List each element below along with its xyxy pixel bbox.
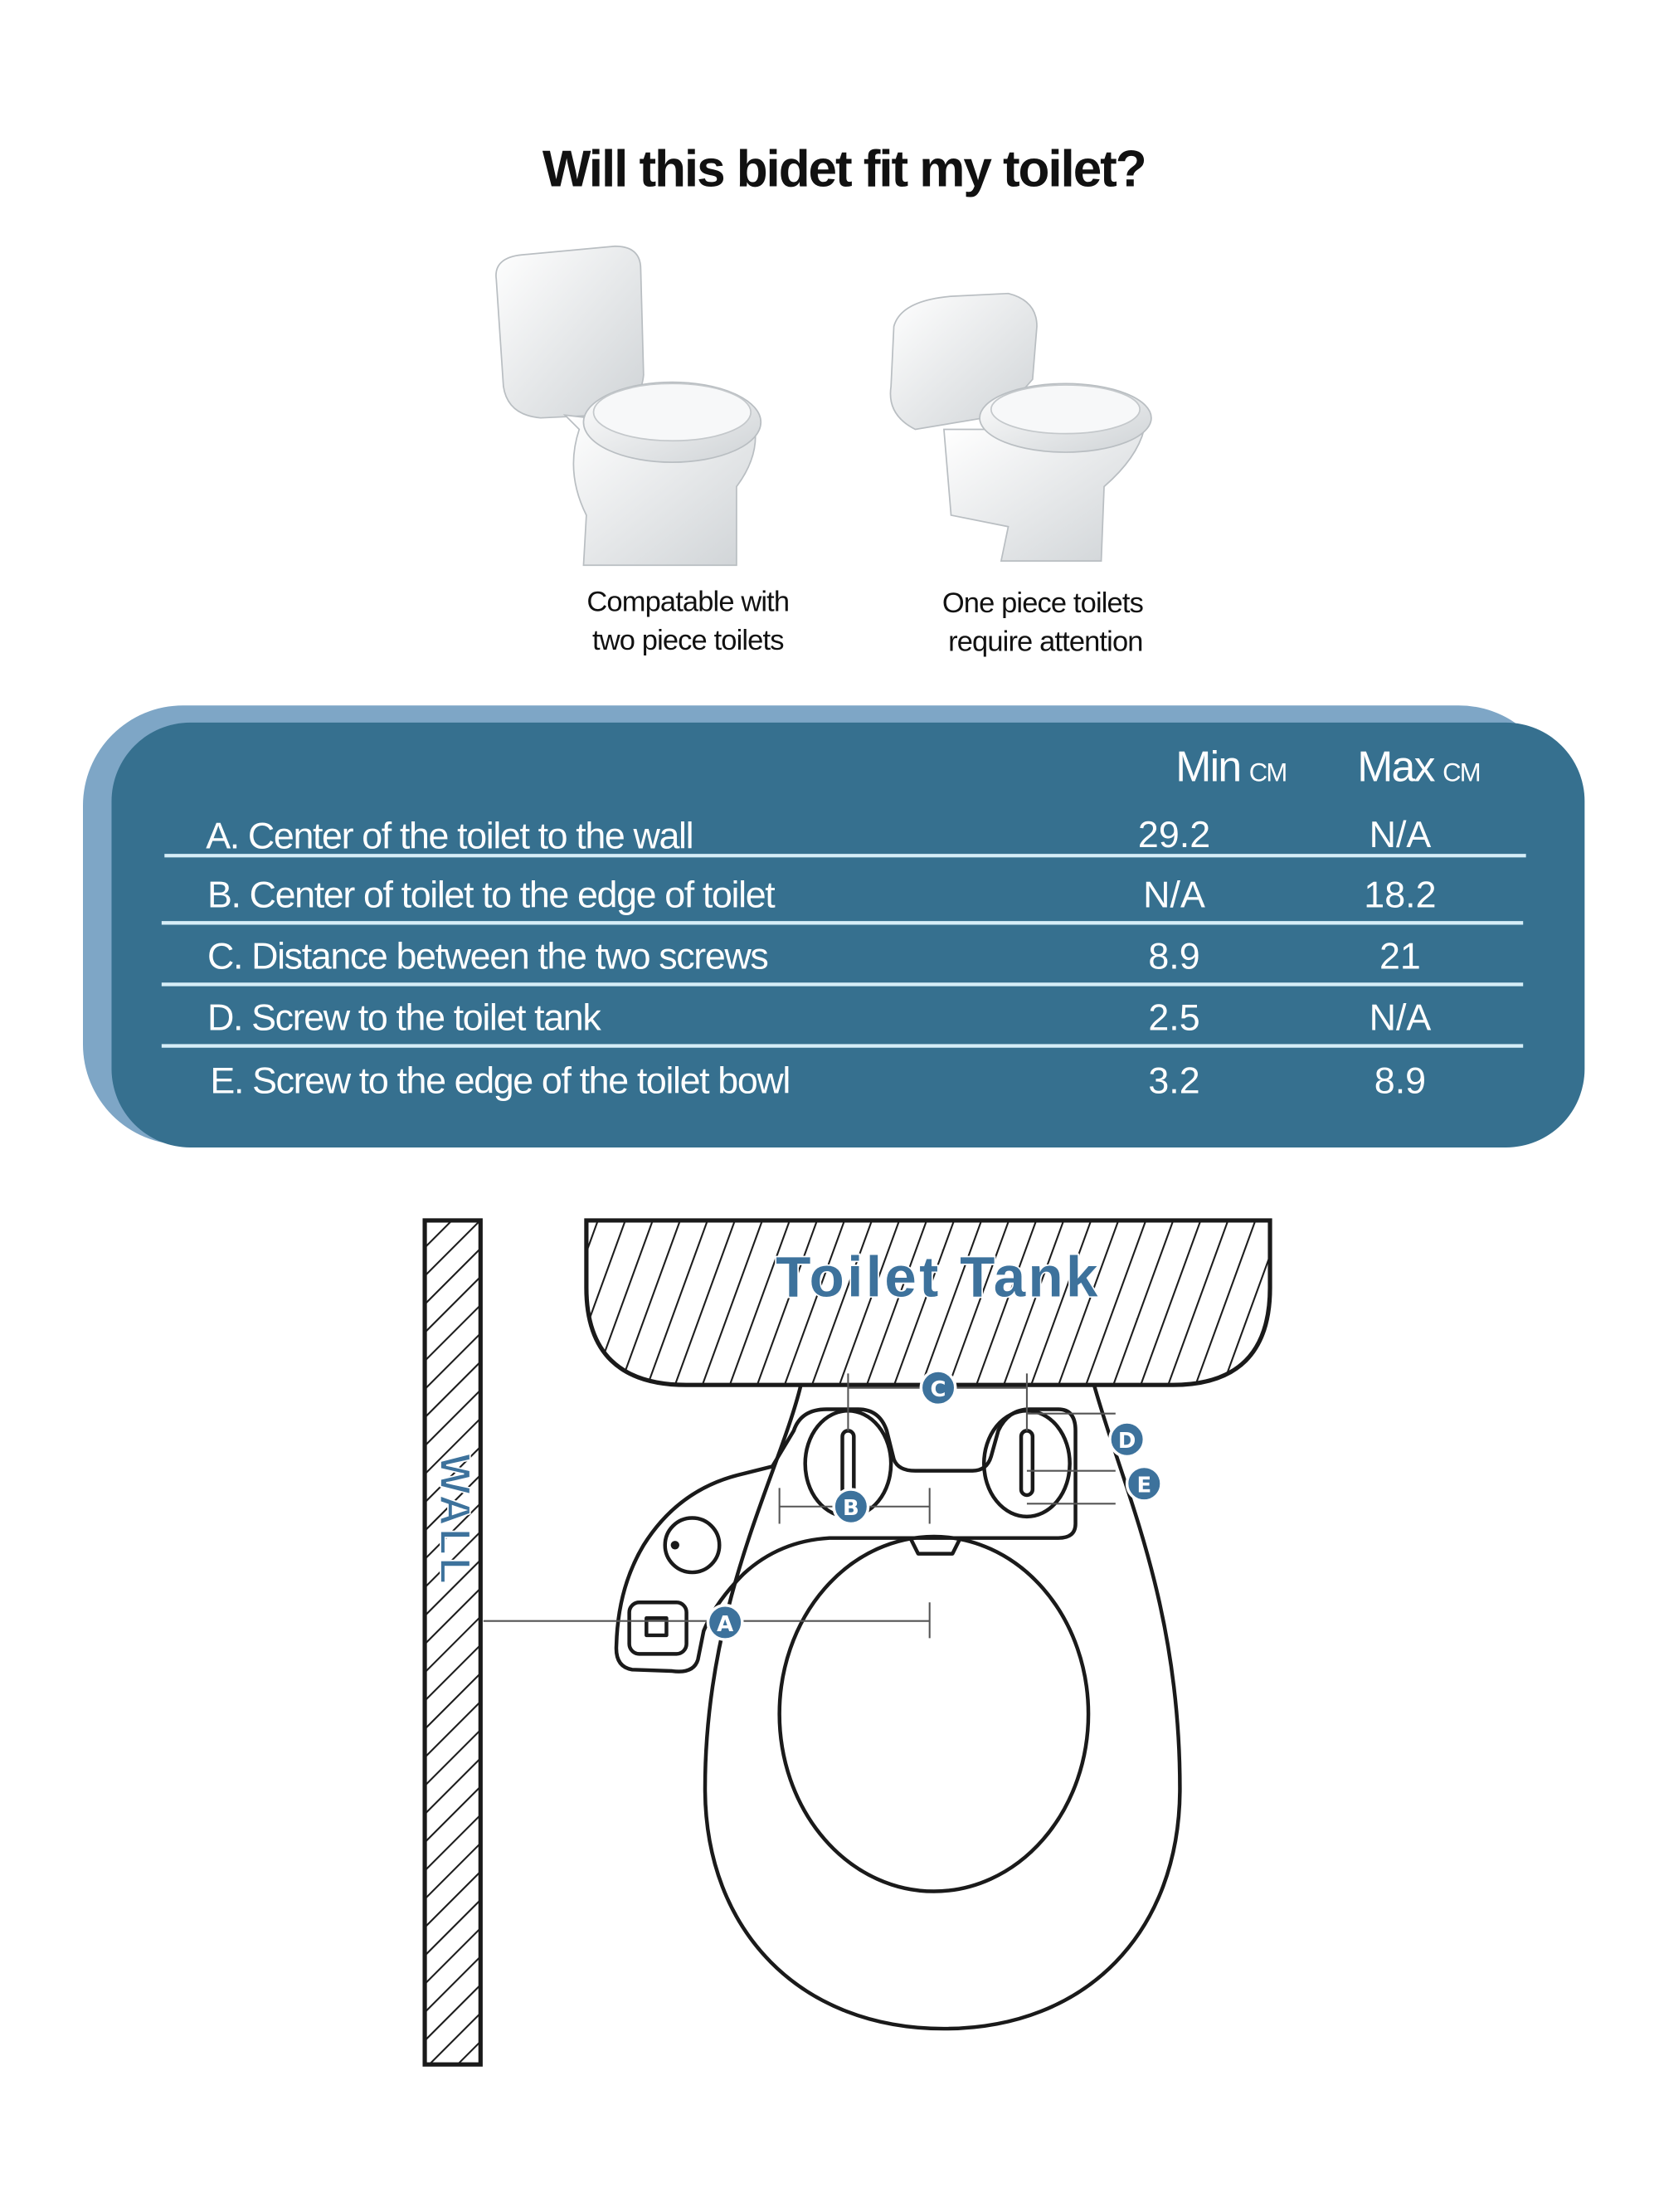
seat-hinge [909, 1538, 961, 1556]
page-title: Will this bidet fit my toilet? [542, 140, 1146, 197]
row-min: 3.2 [1148, 1060, 1199, 1101]
row-max: 18.2 [1364, 874, 1436, 915]
row-min: 2.5 [1148, 997, 1199, 1039]
table-row: A. Center of the toilet to the wall 29.2… [206, 814, 1431, 857]
table-row: E. Screw to the edge of the toilet bowl … [210, 1060, 1426, 1101]
nozzle-control-inner [645, 1616, 669, 1638]
row-max: 8.9 [1374, 1060, 1426, 1101]
wall [422, 1218, 483, 2067]
toilet-tank [584, 1218, 1272, 1387]
control-knob [663, 1516, 722, 1575]
screw-slot-left [840, 1429, 856, 1498]
toilet-bowl [703, 1384, 1182, 2031]
dimension-d-e [1026, 1412, 1116, 1505]
caption-two-piece-line2: two piece toilets [592, 625, 784, 656]
svg-text:B: B [843, 1496, 859, 1521]
table-row: C. Distance between the two screws 8.9 2… [207, 935, 1421, 977]
marker-c: C [919, 1369, 957, 1407]
svg-text:C: C [931, 1377, 946, 1402]
dimension-a [483, 1602, 931, 1639]
row-label: B. Center of toilet to the edge of toile… [207, 874, 776, 915]
nozzle-control [627, 1601, 688, 1656]
marker-a: A [706, 1603, 744, 1641]
bidet-body [614, 1407, 1078, 1674]
screw-slot-right [1019, 1429, 1035, 1498]
marker-d: D [1108, 1420, 1146, 1459]
one-piece-toilet-image [889, 292, 1152, 562]
caption-two-piece-line1: Compatable with [586, 586, 789, 617]
caption-one-piece-line1: One piece toilets [942, 587, 1143, 619]
row-label: D. Screw to the toilet tank [207, 997, 601, 1039]
row-max: N/A [1370, 997, 1432, 1039]
toilet-diagram: WALL Toilet Tank C B D E A [422, 1218, 1272, 2067]
row-min: 8.9 [1148, 935, 1199, 977]
svg-text:E: E [1136, 1474, 1151, 1498]
seat-opening [777, 1534, 1091, 1893]
caption-one-piece-line2: require attention [948, 626, 1142, 658]
marker-b: B [832, 1488, 870, 1526]
row-min: N/A [1143, 874, 1205, 915]
two-piece-toilet-image [495, 245, 762, 567]
row-label: E. Screw to the edge of the toilet bowl [210, 1060, 790, 1101]
marker-e: E [1125, 1464, 1163, 1503]
row-min: 29.2 [1138, 814, 1210, 855]
svg-text:A: A [717, 1612, 733, 1637]
table-row: B. Center of toilet to the edge of toile… [207, 874, 1437, 915]
row-label: C. Distance between the two screws [207, 935, 767, 977]
row-label: A. Center of the toilet to the wall [206, 816, 693, 857]
tank-label: Toilet Tank [776, 1245, 1101, 1308]
panel [111, 722, 1585, 1147]
svg-text:D: D [1118, 1429, 1136, 1454]
wall-label: WALL [431, 1454, 479, 1586]
row-max: 21 [1379, 935, 1421, 977]
row-max: N/A [1370, 814, 1432, 855]
table-row: D. Screw to the toilet tank 2.5 N/A [207, 997, 1431, 1039]
knob-indicator [670, 1541, 679, 1550]
